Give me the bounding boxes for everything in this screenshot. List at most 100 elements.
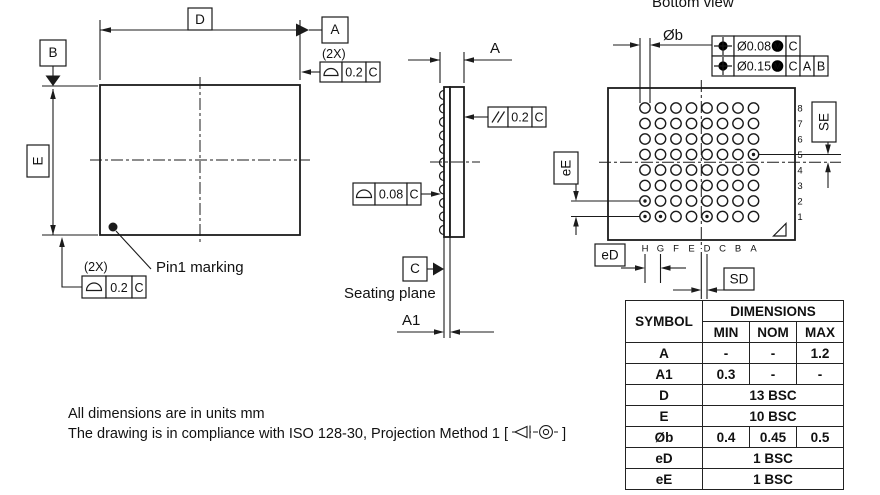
side-ball-bump [438, 143, 445, 155]
ball-F1 [670, 210, 682, 223]
profile-datum-bottom: C [134, 281, 143, 295]
position-datum-2c: B [817, 60, 825, 74]
profile-tolerance-top: (2X) 0.2 C [301, 47, 381, 83]
ball-B6 [732, 133, 744, 145]
side-ball-bump [438, 116, 445, 128]
ball-H7 [639, 117, 651, 130]
table-row: Øb 0.4 0.45 0.5 [625, 426, 844, 448]
ball-F8 [670, 102, 682, 114]
row-max: - [796, 363, 844, 385]
dimension-ball-diameter: Øb [613, 27, 712, 48]
ball-E2 [685, 195, 698, 207]
row-label-4: 4 [797, 166, 802, 177]
row-span-value: 1 BSC [702, 447, 844, 469]
mmc-modifier-icon: M [771, 60, 784, 72]
col-label-F: F [673, 244, 679, 255]
ball-D3 [701, 179, 713, 192]
col-label-C: C [719, 244, 726, 255]
dim-ee-box [553, 151, 579, 185]
table-row: A - - 1.2 [625, 342, 844, 364]
table-header-row: SYMBOL DIMENSIONS [625, 300, 844, 343]
max-header: MAX [796, 321, 844, 343]
dim-e-label: E [31, 156, 46, 165]
ball-G4 [654, 164, 667, 176]
row-symbol: eD [625, 447, 703, 469]
seating-plane-label: Seating plane [344, 285, 436, 302]
col-label-A: A [750, 244, 757, 255]
profile-symbol-icon [85, 282, 103, 292]
row-symbol: D [625, 384, 703, 406]
profile-tol-side: 0.08 [379, 188, 403, 202]
datum-b: B [39, 39, 67, 86]
position-symbol-icon [714, 37, 732, 55]
dimension-a: A [408, 40, 512, 83]
note-units-text: All dimensions are in units mm [68, 406, 265, 422]
ball-G2 [654, 195, 667, 207]
side-ball-bump [438, 89, 445, 101]
dim-ed-box [594, 243, 626, 267]
parallelism-tolerance: 0.2 C [464, 106, 547, 128]
ball-B5 [732, 148, 744, 161]
dim-sd-box [723, 267, 755, 291]
ball-G5 [654, 148, 667, 161]
ball-F6 [670, 133, 682, 145]
datum-b-label: B [48, 45, 57, 60]
ball-C4 [716, 164, 729, 176]
ball-A2 [747, 195, 760, 207]
note-units: All dimensions are in units mm [68, 406, 265, 422]
side-ball-bump [438, 211, 445, 222]
row-symbol: E [625, 405, 703, 427]
parallel-tol: 0.2 [511, 111, 528, 125]
ball-A1 [747, 210, 760, 223]
ball-H8 [639, 102, 651, 114]
top-view: D A B E (2X) [26, 7, 381, 299]
dimension-e: E [26, 85, 98, 236]
row-symbol: eE [625, 468, 703, 490]
ball-D8 [701, 102, 713, 114]
dim-sd-label: SD [730, 272, 749, 287]
ball-C3 [716, 179, 729, 192]
ball-A7 [747, 117, 760, 130]
ball-diameter-label: Øb [663, 27, 683, 44]
ball-H5 [639, 148, 651, 161]
col-label-B: B [735, 244, 741, 255]
ball-E3 [685, 179, 698, 192]
bottom-view-title: Bottom view [652, 0, 734, 11]
row-nom: 0.45 [749, 426, 797, 448]
table-row: eE 1 BSC [625, 468, 844, 490]
position-tolerance-2: Ø0.15 M C A B [711, 55, 829, 77]
dim-a-label: A [490, 40, 500, 57]
ball-F2 [670, 195, 682, 207]
ball-F5 [670, 148, 682, 161]
seating-plane: C Seating plane [344, 237, 451, 338]
ball-C2 [716, 195, 729, 207]
dimension-d: D [99, 7, 301, 80]
ball-A6 [747, 133, 760, 145]
position-symbol-icon [714, 57, 732, 75]
row-label-7: 7 [797, 119, 802, 130]
ball-E7 [685, 117, 698, 130]
parallel-datum: C [534, 111, 543, 125]
ball-B8 [732, 102, 744, 114]
table-row: D 13 BSC [625, 384, 844, 406]
ball-C8 [716, 102, 729, 114]
ball-E5 [685, 148, 698, 161]
col-label-E: E [688, 244, 694, 255]
dim-d-box [187, 7, 213, 31]
ball-mark-G1 [658, 214, 663, 219]
row-max: 1.2 [796, 342, 844, 364]
side-ball-bump [438, 130, 445, 141]
mmc-modifier-label: M [774, 41, 781, 51]
dimensions-header: DIMENSIONS [702, 300, 844, 322]
dimension-ee: eE [553, 151, 579, 235]
row-symbol: Øb [625, 426, 703, 448]
side-ball-bump [438, 184, 445, 195]
mmc-modifier-label: M [774, 61, 781, 71]
row-label-2: 2 [797, 197, 802, 208]
side-ball-bump [438, 224, 445, 236]
corner-chamfer-icon [772, 222, 787, 237]
ball-C7 [716, 117, 729, 130]
